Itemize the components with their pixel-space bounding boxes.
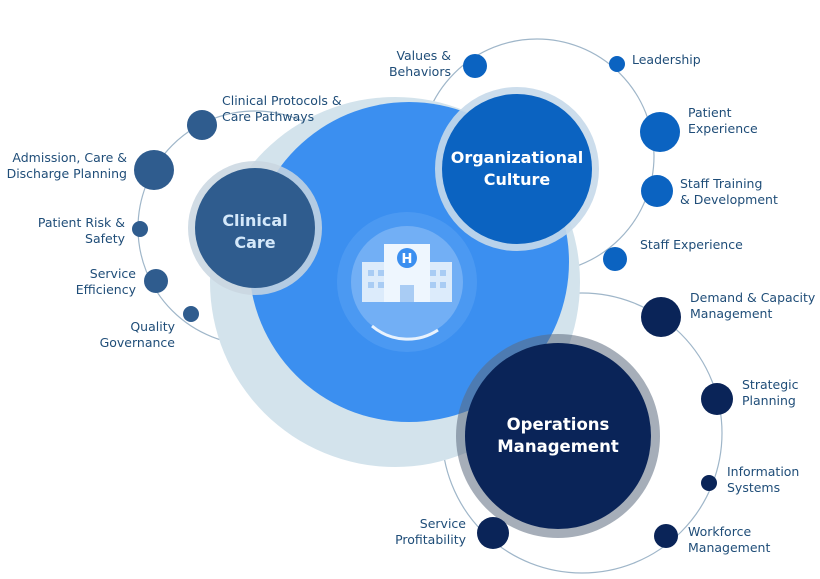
culture-item-staff-experience: Staff Experience	[640, 237, 743, 252]
clinical-item-risk: Patient Risk & Safety	[37, 215, 125, 246]
hospital-sign-text: H	[402, 252, 413, 267]
operations-node-information	[701, 475, 717, 491]
operations-item-demand: Demand & Capacity Management	[690, 290, 816, 321]
clinical-node-governance	[183, 306, 199, 322]
operations-management-hub-label: Operations Management	[497, 415, 619, 456]
culture-hub-circle	[442, 94, 592, 244]
clinical-item-governance: Quality Governance	[99, 319, 175, 350]
clinical-node-risk	[132, 221, 148, 237]
culture-item-leadership: Leadership	[632, 52, 701, 67]
operations-node-demand	[641, 297, 681, 337]
clinical-care-hub-label: Clinical Care	[222, 211, 288, 252]
clinical-node-admission	[134, 150, 174, 190]
culture-item-staff-training: Staff Training & Development	[680, 176, 778, 207]
operations-node-workforce	[654, 524, 678, 548]
clinical-node-protocols	[187, 110, 217, 140]
culture-node-values	[463, 54, 487, 78]
clinical-item-protocols: Clinical Protocols & Care Pathways	[222, 93, 342, 124]
operations-item-workforce: Workforce Management	[688, 524, 771, 555]
culture-item-values: Values & Behaviors	[388, 48, 451, 79]
culture-node-patient-experience	[640, 112, 680, 152]
operations-hub-circle	[465, 343, 651, 529]
clinical-item-efficiency: Service Efficiency	[75, 266, 136, 297]
operations-item-strategic: Strategic Planning	[742, 377, 799, 408]
culture-node-staff-experience	[603, 247, 627, 271]
clinical-item-admission: Admission, Care & Discharge Planning	[6, 150, 127, 181]
operations-item-information: Information Systems	[727, 464, 800, 495]
culture-node-staff-training	[641, 175, 673, 207]
operations-item-profitability: Service Profitability	[395, 516, 466, 547]
operations-node-strategic	[701, 383, 733, 415]
organizational-culture-hub-label: Organizational Culture	[450, 148, 584, 189]
clinical-node-efficiency	[144, 269, 168, 293]
hospital-building-icon: H	[337, 212, 477, 352]
clinical-hub-circle	[195, 168, 315, 288]
culture-node-leadership	[609, 56, 625, 72]
operations-node-profitability	[477, 517, 509, 549]
culture-item-patient-experience: Patient Experience	[688, 105, 758, 136]
